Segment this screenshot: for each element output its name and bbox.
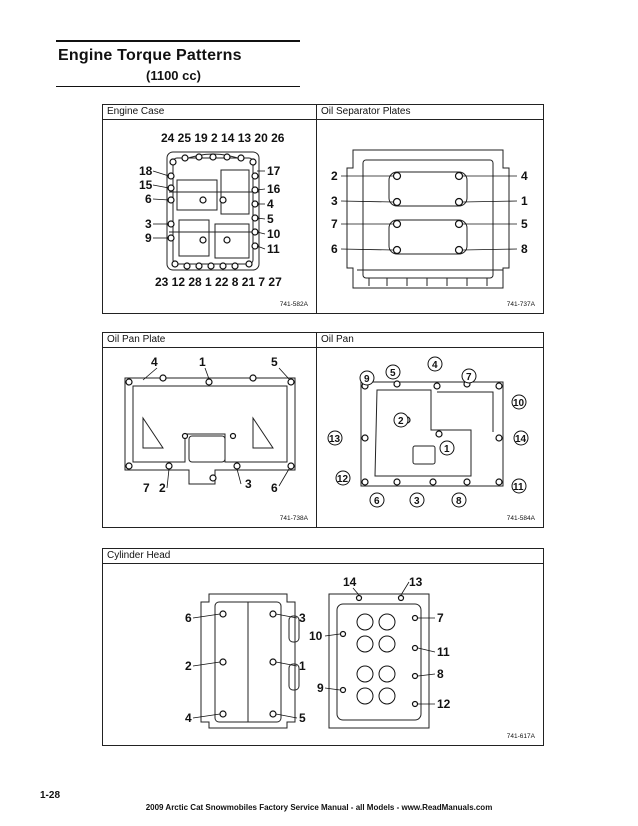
callout-1: 1	[444, 444, 450, 455]
callout-7: 7	[437, 611, 444, 625]
page-title: Engine Torque Patterns	[58, 47, 242, 64]
callout-4: 4	[267, 197, 274, 211]
panel-label: Oil Pan	[317, 333, 543, 348]
callout-3: 3	[245, 477, 252, 491]
callout-3: 3	[299, 611, 306, 625]
footer-text: 2009 Arctic Cat Snowmobiles Factory Serv…	[145, 803, 493, 812]
callout-1: 1	[199, 355, 206, 369]
title-rule-bottom	[56, 86, 300, 87]
callout-15: 15	[139, 178, 153, 192]
callout-13: 13	[329, 434, 341, 445]
callout-4: 4	[151, 355, 158, 369]
callout-17: 17	[267, 164, 281, 178]
callout-14: 14	[343, 575, 357, 589]
callout-11: 11	[267, 242, 280, 256]
callout-5: 5	[271, 355, 278, 369]
callout-13: 13	[409, 575, 423, 589]
callout-10: 10	[309, 629, 323, 643]
panel-oil-pan: Oil Pan 9 5 4 7	[317, 333, 543, 527]
callout-6: 6	[185, 611, 192, 625]
callout-5: 5	[299, 711, 306, 725]
oil-pan-outline	[360, 381, 504, 487]
callout-6: 6	[145, 192, 152, 206]
callout-5: 5	[390, 368, 396, 379]
panel-label: Engine Case	[103, 105, 316, 120]
cylinder-head-diagram: 6 3 2 1 4 5 14 13 7 10 11 8 9 12	[185, 575, 451, 729]
callout-2: 2	[331, 169, 338, 183]
figure-code: 741-584A	[506, 515, 535, 522]
figure-code: 741-737A	[506, 301, 535, 308]
callout-4: 4	[432, 360, 438, 371]
callout-4: 4	[185, 711, 192, 725]
figure-code: 741-738A	[279, 515, 308, 522]
separator-outline	[346, 149, 510, 289]
callout-11: 11	[437, 645, 450, 659]
callout-1: 1	[521, 194, 528, 208]
panel-label: Oil Separator Plates	[317, 105, 543, 120]
callout-7: 7	[466, 372, 472, 383]
callout-2: 2	[159, 481, 166, 495]
callout-5: 5	[267, 212, 274, 226]
callout-8: 8	[521, 242, 528, 256]
figure-row-1: Engine Case 24 25 19 2 1	[102, 104, 544, 314]
callout-11: 11	[513, 482, 524, 493]
callout-2: 2	[398, 416, 404, 427]
callout-7: 7	[331, 217, 338, 231]
callout-12: 12	[437, 697, 451, 711]
callout-12: 12	[337, 474, 349, 485]
head-right-outline	[328, 593, 430, 729]
callout-2: 2	[185, 659, 192, 673]
panel-label: Oil Pan Plate	[103, 333, 316, 348]
callout-9: 9	[364, 374, 370, 385]
engine-case-diagram: 24 25 19 2 14 13 20 26 18 15 6 3 9 17 16…	[139, 131, 285, 289]
title-rule-top	[56, 40, 300, 42]
callout-3: 3	[145, 217, 152, 231]
callout-6: 6	[374, 496, 380, 507]
oil-pan-diagram: 9 5 4 7 10 2 1 13 14 12 11 6 3 8	[327, 356, 529, 508]
callout-5: 5	[521, 217, 528, 231]
callout-1: 1	[299, 659, 306, 673]
head-left-outline	[200, 593, 296, 729]
callout-8: 8	[437, 667, 444, 681]
case-outline	[166, 151, 260, 271]
callout-top-row: 24 25 19 2 14 13 20 26	[161, 131, 285, 145]
panel-oil-separator-plates: Oil Separator Plates 2 3 7 6 4 1 5 8	[317, 105, 543, 313]
callout-6: 6	[271, 481, 278, 495]
callout-8: 8	[456, 496, 462, 507]
figure-code: 741-582A	[279, 301, 308, 308]
panel-divider	[316, 333, 317, 527]
callout-4: 4	[521, 169, 528, 183]
callout-bottom-row: 23 12 28 1 22 8 21 7 27	[155, 275, 282, 289]
callout-9: 9	[317, 681, 324, 695]
callout-10: 10	[267, 227, 281, 241]
callout-18: 18	[139, 164, 153, 178]
oil-separator-diagram: 2 3 7 6 4 1 5 8	[331, 149, 528, 289]
callout-3: 3	[414, 496, 420, 507]
callout-16: 16	[267, 182, 281, 196]
panel-divider	[316, 105, 317, 313]
callout-6: 6	[331, 242, 338, 256]
figure-row-2: Oil Pan Plate 4 1 5 7 2 3 6	[102, 332, 544, 528]
panel-cylinder-head: Cylinder Head	[103, 549, 543, 745]
callout-14: 14	[515, 434, 527, 445]
panel-engine-case: Engine Case 24 25 19 2 1	[103, 105, 316, 313]
page-subtitle: (1100 cc)	[146, 68, 201, 83]
callout-7: 7	[143, 481, 150, 495]
page-number: 1-28	[40, 790, 61, 801]
panel-oil-pan-plate: Oil Pan Plate 4 1 5 7 2 3 6	[103, 333, 316, 527]
oil-pan-plate-diagram: 4 1 5 7 2 3 6	[124, 355, 296, 495]
panel-label: Cylinder Head	[103, 549, 543, 564]
figure-row-3: Cylinder Head	[102, 548, 544, 746]
callout-9: 9	[145, 231, 152, 245]
figure-code: 741-617A	[506, 733, 535, 740]
callout-3: 3	[331, 194, 338, 208]
plate-outline	[124, 377, 296, 485]
callout-10: 10	[513, 398, 525, 409]
